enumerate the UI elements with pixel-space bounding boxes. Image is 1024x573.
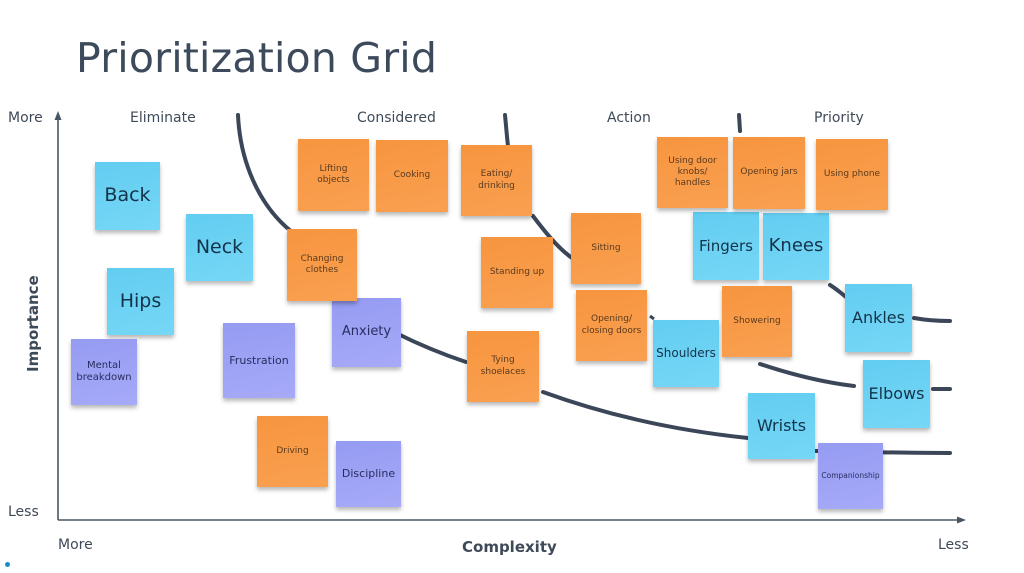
y-axis-arrow-icon	[54, 111, 62, 120]
zone-curve-considered	[503, 113, 510, 148]
sticky-note-opening-closing-doors[interactable]: Opening/ closing doors	[576, 290, 647, 361]
sticky-note-cooking[interactable]: Cooking	[376, 140, 448, 212]
sticky-note-tying-shoelaces[interactable]: Tying shoelaces	[467, 331, 539, 402]
sticky-note-sitting[interactable]: Sitting	[571, 213, 641, 284]
zone-curve-considered-lower	[541, 390, 750, 440]
zone-curve-eliminate	[236, 113, 294, 234]
sticky-note-eating-drinking[interactable]: Eating/ drinking	[461, 145, 532, 216]
zone-label-eliminate: Eliminate	[130, 110, 196, 126]
sticky-note-knees[interactable]: Knees	[763, 213, 829, 280]
x-axis-less-label: Less	[938, 537, 969, 553]
zone-curve-action	[737, 113, 742, 133]
y-axis-title: Importance	[24, 275, 42, 372]
zone-label-action: Action	[607, 110, 651, 126]
sticky-note-back[interactable]: Back	[95, 162, 160, 230]
sticky-note-hips[interactable]: Hips	[107, 268, 174, 335]
sticky-note-driving[interactable]: Driving	[257, 416, 328, 487]
sticky-note-lifting-objects[interactable]: Lifting objects	[298, 139, 369, 211]
sticky-note-shoulders[interactable]: Shoulders	[653, 320, 719, 387]
sticky-note-using-door-knobs[interactable]: Using door knobs/ handles	[657, 137, 728, 208]
sticky-note-elbows[interactable]: Elbows	[863, 360, 930, 428]
sticky-note-frustration[interactable]: Frustration	[223, 323, 295, 398]
sticky-note-discipline[interactable]: Discipline	[336, 441, 401, 507]
sticky-note-wrists[interactable]: Wrists	[748, 393, 815, 459]
sticky-note-standing-up[interactable]: Standing up	[481, 237, 553, 308]
page-title: Prioritization Grid	[76, 34, 438, 82]
zone-curve-action-lower	[758, 362, 856, 388]
sticky-note-changing-clothes[interactable]: Changing clothes	[287, 229, 357, 301]
sticky-note-neck[interactable]: Neck	[186, 214, 253, 281]
x-axis-title: Complexity	[462, 538, 557, 556]
sticky-note-opening-jars[interactable]: Opening jars	[733, 137, 805, 209]
sticky-note-anxiety[interactable]: Anxiety	[332, 298, 401, 367]
y-axis-less-label: Less	[8, 504, 39, 520]
zone-curve-priority-mid	[828, 283, 848, 299]
bullet-dot	[5, 562, 10, 567]
sticky-note-showering[interactable]: Showering	[722, 286, 792, 357]
x-axis-arrow-icon	[957, 516, 966, 524]
sticky-note-using-phone[interactable]: Using phone	[816, 139, 888, 210]
zone-curve-eliminate-lower	[394, 331, 468, 364]
zone-curve-priority-end	[912, 316, 952, 323]
zone-curve-action-tip	[649, 314, 655, 321]
zone-label-considered: Considered	[357, 110, 436, 126]
sticky-note-fingers[interactable]: Fingers	[693, 212, 759, 280]
y-axis-more-label: More	[8, 110, 43, 126]
sticky-note-companionship[interactable]: Companionship	[818, 443, 883, 509]
sticky-note-mental-breakdown[interactable]: Mental breakdown	[71, 339, 137, 405]
sticky-note-ankles[interactable]: Ankles	[845, 284, 912, 352]
zone-label-priority: Priority	[814, 110, 864, 126]
x-axis-more-label: More	[58, 537, 93, 553]
